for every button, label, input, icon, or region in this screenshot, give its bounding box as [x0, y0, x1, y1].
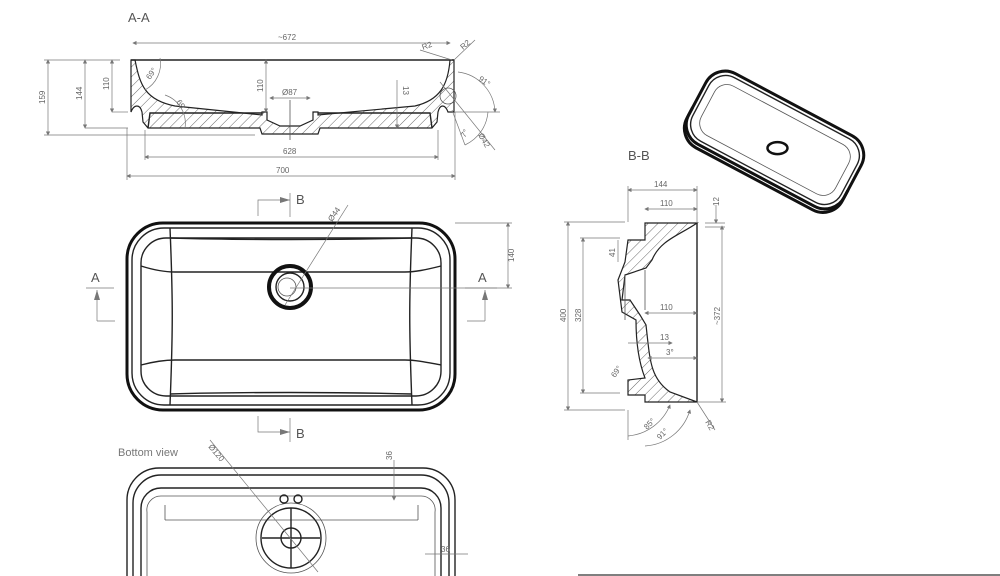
dim-159: 159 — [38, 90, 47, 104]
dim-bb-144: 144 — [654, 180, 668, 189]
dim-bb-372: ~372 — [713, 306, 722, 325]
bottom-view-title: Bottom view — [118, 447, 178, 459]
foot-inner-line — [147, 112, 433, 129]
dim-700: 700 — [276, 166, 290, 175]
marker-a-right: A — [478, 270, 487, 285]
marker-a-left: A — [91, 270, 100, 285]
marker-b-bottom: B — [296, 426, 305, 441]
drain-leader — [284, 204, 349, 306]
section-aa-outline — [130, 59, 455, 135]
dim-bb-41: 41 — [608, 248, 617, 257]
dia-120-leader — [209, 439, 319, 573]
section-bb-view: B-B 144 110 12 400 328 ~372 41 110 13 3°… — [559, 148, 726, 447]
angle-91: 91° — [477, 74, 492, 88]
section-aa-view: A-A ~672 700 628 159 144 110 110 Ø87 13 … — [38, 10, 500, 180]
radius-bb-r2: R2 — [703, 419, 716, 433]
dim-110-center: 110 — [256, 79, 265, 92]
marker-b-top: B — [296, 192, 305, 207]
dim-144: 144 — [75, 86, 84, 100]
isometric-basin-view — [682, 69, 866, 214]
dim-36-top: 36 — [385, 451, 394, 460]
angle-bb-85: 85° — [642, 416, 657, 431]
dim-bb-12: 12 — [712, 197, 721, 206]
section-bb-title: B-B — [628, 148, 650, 163]
drain-inner — [275, 272, 305, 302]
dim-bb-110-mid: 110 — [660, 303, 673, 312]
drain-ring-outer — [255, 502, 327, 574]
drain-outer-icon — [267, 264, 313, 310]
angle-arc-69a — [144, 57, 161, 91]
dim-bb-328: 328 — [574, 308, 583, 322]
dim-drain-87: Ø87 — [282, 88, 298, 97]
dim-110-left: 110 — [102, 77, 111, 90]
dim-bb-400: 400 — [559, 308, 568, 322]
dim-13: 13 — [401, 86, 410, 95]
angle-bb-69: 69° — [609, 364, 623, 379]
angle-7: 7° — [459, 128, 471, 139]
dim-drain-44: Ø44 — [326, 205, 342, 223]
radius-r2b: R2 — [459, 38, 473, 52]
basin-outer-rim — [125, 221, 457, 412]
dim-140: 140 — [507, 248, 516, 262]
section-bb-outline — [617, 222, 699, 403]
radius-r2a: R2 — [421, 40, 434, 52]
angle-arc-69b — [164, 94, 186, 129]
dim-672: ~672 — [278, 33, 297, 42]
dim-bb-13: 13 — [660, 333, 669, 342]
top-view: Ø44 140 A A B B — [86, 192, 516, 442]
dim-bb-110-top: 110 — [660, 199, 673, 208]
section-aa-title: A-A — [128, 10, 150, 25]
dia-42: Ø42 — [476, 132, 492, 150]
drain-3d-icon — [766, 140, 789, 156]
dia-120: Ø120 — [206, 443, 226, 464]
bottom-view: Bottom view Ø120 36 36 — [118, 439, 468, 576]
dim-628: 628 — [283, 147, 297, 156]
angle-bb-3: 3° — [666, 348, 674, 357]
dim-36-side: 36 — [441, 545, 450, 554]
